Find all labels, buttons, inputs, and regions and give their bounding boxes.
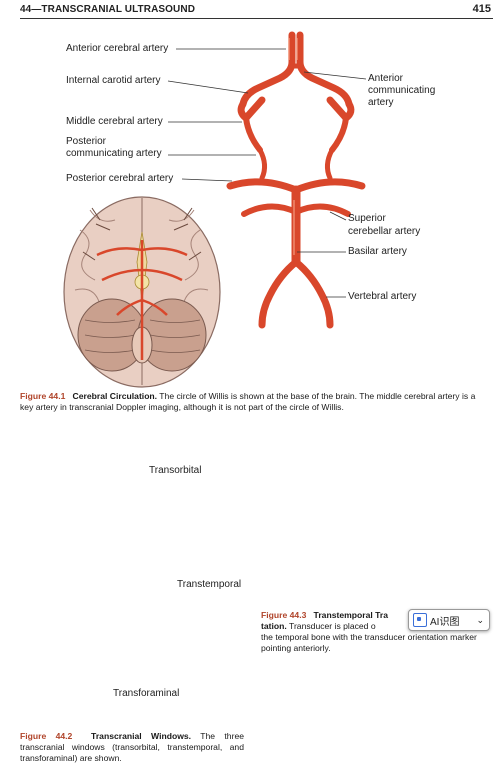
label-posterior-communicating-2: communicating artery — [66, 148, 162, 159]
caption-title: Cerebral Circulation. — [72, 391, 158, 401]
chevron-down-icon[interactable]: ⌄ — [476, 614, 484, 625]
figure-number: Figure 44.1 — [20, 391, 66, 401]
header-rule — [20, 18, 493, 19]
caption-title-cont: tation. — [261, 621, 287, 631]
label-basilar-artery: Basilar artery — [348, 246, 407, 257]
artery-highlights — [288, 38, 298, 255]
figure-number: Figure 44.3 — [261, 610, 307, 620]
caption-text: the temporal bone with the transducer or… — [261, 632, 477, 653]
page-number: 415 — [472, 3, 491, 15]
leader-lines — [167, 48, 367, 298]
caption-text: The three transcranial windows (transorb… — [20, 731, 245, 763]
scan-icon — [413, 613, 427, 627]
figure-number: Figure 44.2 — [20, 731, 73, 741]
label-anterior-cerebral-artery: Anterior cerebral artery — [66, 43, 169, 54]
caption-title: Transcranial Windows. — [91, 731, 192, 741]
label-vertebral-artery: Vertebral artery — [348, 291, 417, 302]
figure-44-2-caption: Figure 44.2 Transcranial Windows. The th… — [20, 731, 244, 764]
circle-of-willis-illustration — [63, 31, 367, 388]
label-internal-carotid-artery: Internal carotid artery — [66, 75, 161, 86]
label-anterior-communicating-3: artery — [368, 97, 394, 108]
figure-44-1-caption: Figure 44.1 Cerebral Circulation. The ci… — [20, 391, 486, 413]
label-superior-cerebellar-1: Superior — [348, 213, 386, 224]
caption-title: Transtemporal Tra — [313, 610, 389, 620]
label-superior-cerebellar-2: cerebellar artery — [348, 226, 421, 237]
label-transorbital: Transorbital — [149, 465, 202, 476]
label-anterior-communicating-1: Anterior — [368, 73, 404, 84]
page-header: 44—TRANSCRANIAL ULTRASOUND 415 — [0, 0, 503, 20]
label-posterior-cerebral-artery: Posterior cerebral artery — [66, 173, 174, 184]
label-posterior-communicating-1: Posterior — [66, 136, 107, 147]
ai-widget-label: AI识图 — [430, 616, 460, 628]
figure-44-3-caption: Figure 44.3 Transtemporal Tra tation. Tr… — [261, 610, 489, 654]
caption-line2: Transducer is placed o — [286, 621, 376, 631]
label-transtemporal: Transtemporal — [177, 579, 242, 590]
artery-diagram — [226, 31, 366, 329]
label-transforaminal: Transforaminal — [113, 688, 180, 699]
ai-image-recognition-button[interactable]: AI识图 ⌄ — [408, 609, 490, 631]
label-middle-cerebral-artery: Middle cerebral artery — [66, 116, 163, 127]
caption-text: The circle of Willis is shown at the bas… — [20, 391, 476, 412]
brain-base-illustration — [63, 196, 221, 388]
label-anterior-communicating-2: communicating — [368, 85, 436, 96]
chapter-title: 44—TRANSCRANIAL ULTRASOUND — [20, 4, 196, 15]
